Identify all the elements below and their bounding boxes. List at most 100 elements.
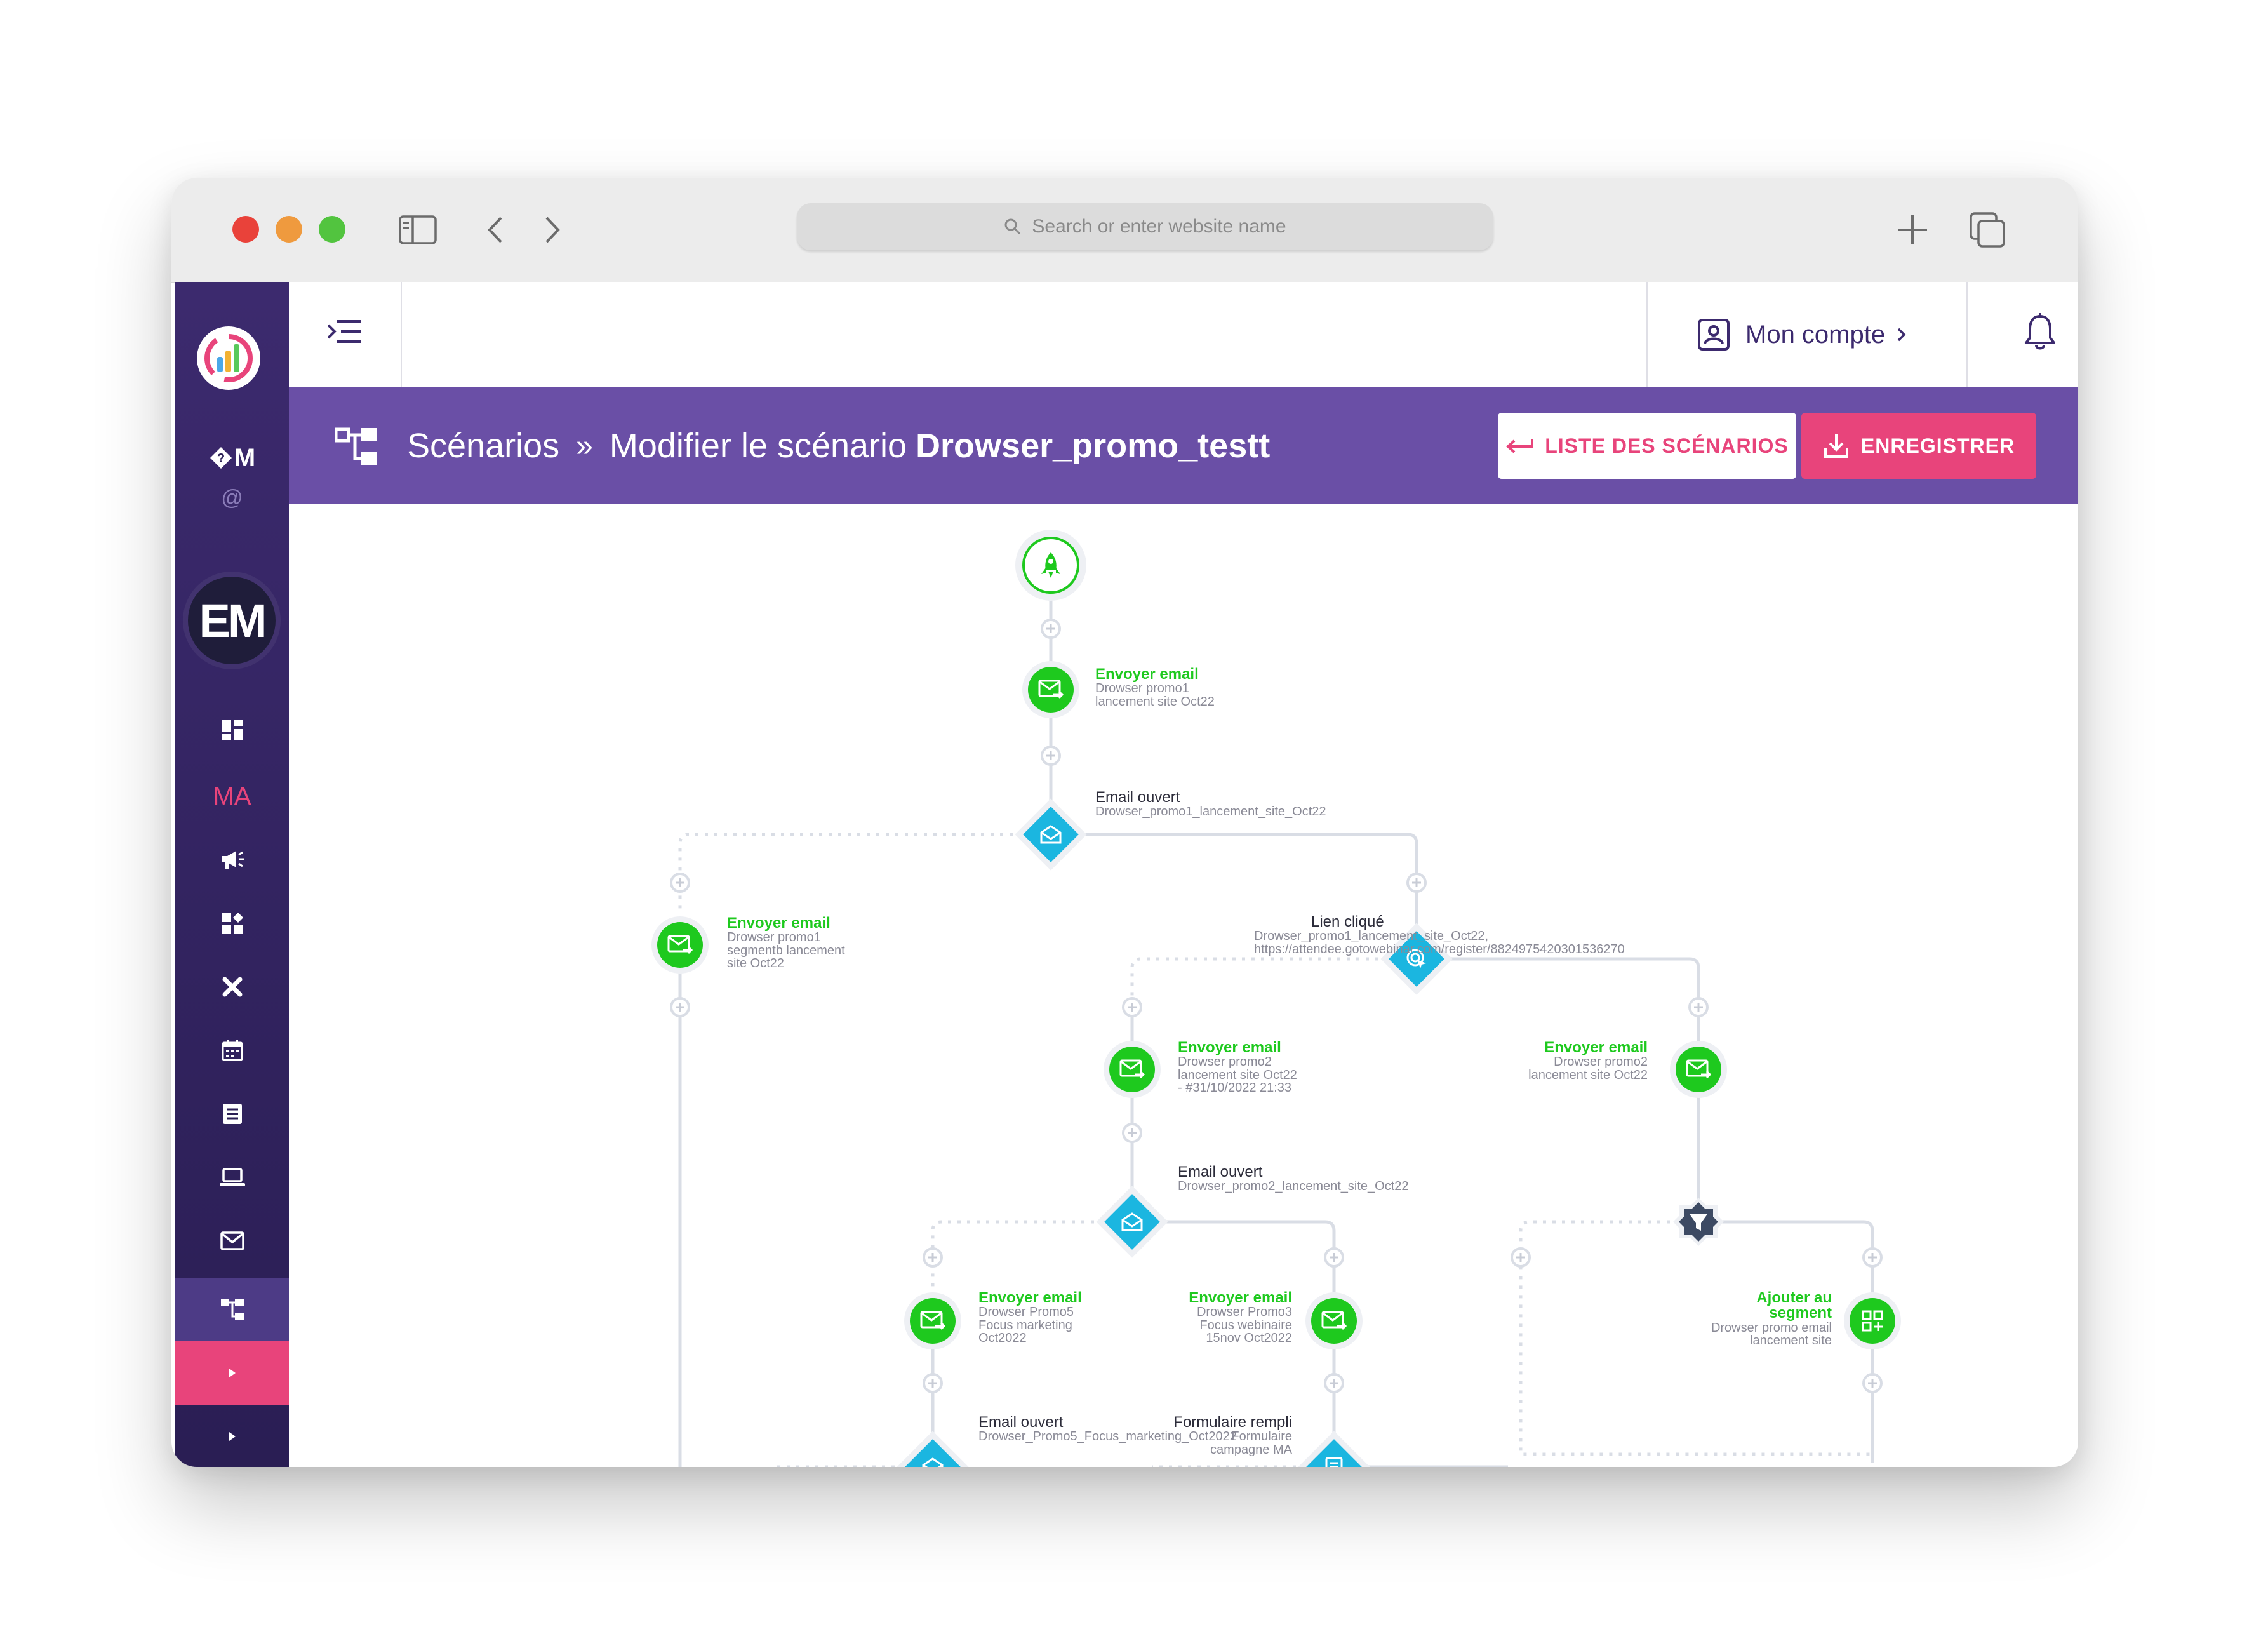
new-tab-icon[interactable] <box>1893 211 1931 249</box>
search-icon <box>1004 218 1022 236</box>
dashboard-icon <box>222 720 243 740</box>
widgets-icon <box>222 913 243 934</box>
send-mail-icon <box>1321 1311 1347 1330</box>
laptop-icon <box>219 1168 245 1186</box>
address-placeholder: Search or enter website name <box>1032 216 1286 237</box>
node-label: Envoyer email Drowser promo1 lancement s… <box>1095 666 1215 709</box>
sidebar-item-campaigns[interactable] <box>175 841 289 879</box>
breadcrumb: Scénarios » Modifier le scénario Drowser… <box>407 387 1270 504</box>
breadcrumb-current-prefix: Modifier le scénario <box>609 427 907 465</box>
open-mail-icon <box>1119 1209 1145 1235</box>
close-window-button[interactable] <box>232 216 259 243</box>
rocket-icon <box>1041 552 1060 578</box>
send-email-node[interactable] <box>1670 1041 1727 1098</box>
tools-icon <box>222 977 242 997</box>
tab-overview-icon[interactable] <box>1968 211 2006 249</box>
form-icon <box>1321 1454 1347 1467</box>
sidebar-item-tools[interactable] <box>175 968 289 1006</box>
sidebar-item-calendar[interactable] <box>175 1031 289 1069</box>
node-label: Envoyer email Drowser promo2 lancement s… <box>1528 1039 1648 1082</box>
app-topbar: Mon compte <box>289 282 2078 389</box>
page-header: Scénarios » Modifier le scénario Drowser… <box>289 387 2078 504</box>
filter-icon <box>1673 1198 1724 1246</box>
download-icon <box>1824 434 1848 458</box>
send-mail-icon <box>1038 680 1064 699</box>
svg-text:?: ? <box>217 452 225 465</box>
scenario-icon <box>220 1299 244 1320</box>
sidebar-item-sites[interactable] <box>175 1158 289 1196</box>
node-label: Formulaire rempli Formulaire campagne MA <box>1173 1414 1292 1457</box>
sidebar-toggle-icon[interactable] <box>399 211 437 249</box>
send-email-node[interactable] <box>1305 1292 1363 1349</box>
brand-sub-label: @ <box>221 485 243 510</box>
save-button[interactable]: ENREGISTRER <box>1801 413 2036 479</box>
sidebar-item-emails[interactable] <box>175 1222 289 1260</box>
account-menu[interactable]: Mon compte <box>1697 282 1907 387</box>
help-badge-icon: ? <box>210 447 232 469</box>
topbar-divider <box>1966 282 1968 387</box>
click-target-icon <box>1404 946 1429 972</box>
send-email-node[interactable] <box>904 1292 961 1349</box>
scenario-canvas[interactable]: Envoyer email Drowser promo1 lancement s… <box>289 504 2078 1467</box>
add-step-connectors <box>670 619 1883 1393</box>
sidebar-item-ma[interactable]: MA <box>213 782 251 810</box>
node-label: Envoyer email Drowser Promo3 Focus webin… <box>1189 1289 1292 1346</box>
scenario-name: Drowser_promo_testt <box>916 427 1271 465</box>
browser-titlebar: Search or enter website name <box>171 178 2078 283</box>
breadcrumb-separator: » <box>576 429 593 463</box>
chevron-right-icon <box>1897 328 1906 342</box>
sidebar-item-scenarios[interactable] <box>175 1278 289 1341</box>
sidebar-item-widgets[interactable] <box>175 904 289 942</box>
send-email-node[interactable] <box>1022 661 1079 718</box>
send-mail-icon <box>1686 1059 1711 1079</box>
em-logo[interactable]: EM <box>188 577 276 664</box>
minimize-window-button[interactable] <box>276 216 302 243</box>
chevron-right-icon <box>229 1369 236 1377</box>
address-bar[interactable]: Search or enter website name <box>797 203 1493 250</box>
node-label: Email ouvert Drowser_promo1_lancement_si… <box>1095 789 1326 819</box>
sidebar-expand-secondary-button[interactable] <box>175 1405 289 1467</box>
node-label: Envoyer email Drowser promo1 segmentb la… <box>727 914 845 971</box>
node-label: Ajouter au segment Drowser promo email l… <box>1711 1289 1832 1348</box>
send-mail-icon <box>667 935 693 954</box>
open-mail-icon <box>920 1454 945 1467</box>
maximize-window-button[interactable] <box>319 216 345 243</box>
breadcrumb-root[interactable]: Scénarios <box>407 427 560 465</box>
sidebar-item-dashboard[interactable] <box>175 711 289 749</box>
sidebar-expand-button[interactable] <box>175 1341 289 1405</box>
brand-label: ? M <box>175 442 289 474</box>
account-icon <box>1698 319 1730 351</box>
browser-window: Search or enter website name ? M @ EM <box>171 178 2078 1467</box>
topbar-divider <box>1646 282 1648 387</box>
send-mail-icon <box>920 1311 945 1330</box>
app-sidebar: ? M @ EM MA <box>175 282 289 1467</box>
open-mail-icon <box>1038 822 1064 847</box>
notifications-bell-icon[interactable] <box>2022 312 2058 355</box>
send-email-node[interactable] <box>651 916 709 974</box>
add-segment-node[interactable] <box>1844 1292 1901 1349</box>
scenario-header-icon <box>334 427 378 469</box>
return-arrow-icon <box>1506 439 1534 453</box>
scenario-list-button[interactable]: LISTE DES SCÉNARIOS <box>1498 413 1796 479</box>
filter-node[interactable] <box>1673 1196 1724 1247</box>
node-label: Envoyer email Drowser promo2 lancement s… <box>1178 1039 1297 1095</box>
topbar-divider <box>401 282 402 387</box>
mail-icon <box>220 1231 244 1250</box>
app-logo[interactable] <box>197 326 260 390</box>
start-node[interactable] <box>1015 530 1086 601</box>
account-label: Mon compte <box>1745 320 1886 349</box>
megaphone-icon <box>222 851 244 869</box>
back-arrow-icon[interactable] <box>476 211 514 249</box>
calendar-icon <box>222 1040 243 1061</box>
menu-toggle-icon[interactable] <box>327 316 363 350</box>
chevron-right-icon <box>229 1432 236 1441</box>
add-segment-icon <box>1862 1310 1883 1332</box>
send-mail-icon <box>1119 1059 1145 1079</box>
node-label: Email ouvert Drowser_promo2_lancement_si… <box>1178 1163 1409 1194</box>
send-email-node[interactable] <box>1104 1041 1161 1098</box>
list-icon <box>222 1104 242 1124</box>
node-label: Lien cliqué Drowser_promo1_lancement_sit… <box>1254 913 1625 956</box>
node-label: Email ouvert Drowser_Promo5_Focus_market… <box>978 1414 1237 1444</box>
sidebar-item-lists[interactable] <box>175 1095 289 1133</box>
forward-arrow-icon[interactable] <box>533 211 571 249</box>
